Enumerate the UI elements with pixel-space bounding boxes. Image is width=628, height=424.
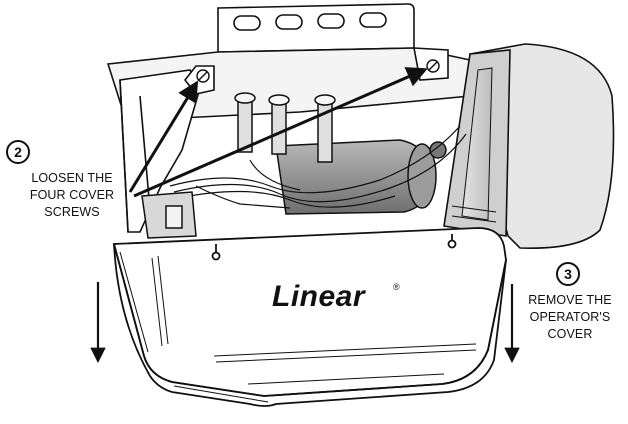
step-3-badge: 3 [556,262,580,286]
motor-unit [234,92,447,215]
step-3-instruction: REMOVE THE OPERATOR'S COVER [520,292,620,343]
step-2-line-2: FOUR COVER [29,188,115,202]
step-2-instruction: LOOSEN THE FOUR COVER SCREWS [22,170,122,221]
mounting-bracket [217,3,415,53]
light-lens-housing [443,43,615,249]
step-3-line-3: COVER [547,327,593,341]
terminal-block [141,191,197,239]
step-2-line-3: SCREWS [44,205,100,219]
step-3-line-1: REMOVE THE [528,293,612,307]
cover-down-arrows [90,282,520,364]
registered-mark: ® [393,282,400,292]
step-2-badge: 2 [6,140,30,164]
screw-pointer-arrows [128,67,428,198]
brand-logo: Linear [272,280,366,313]
cover-screws [196,59,440,83]
operator-cover [112,227,507,407]
wiring-harness [169,125,467,209]
step-2-line-1: LOOSEN THE [31,171,113,185]
step-3-line-2: OPERATOR'S [529,310,611,324]
